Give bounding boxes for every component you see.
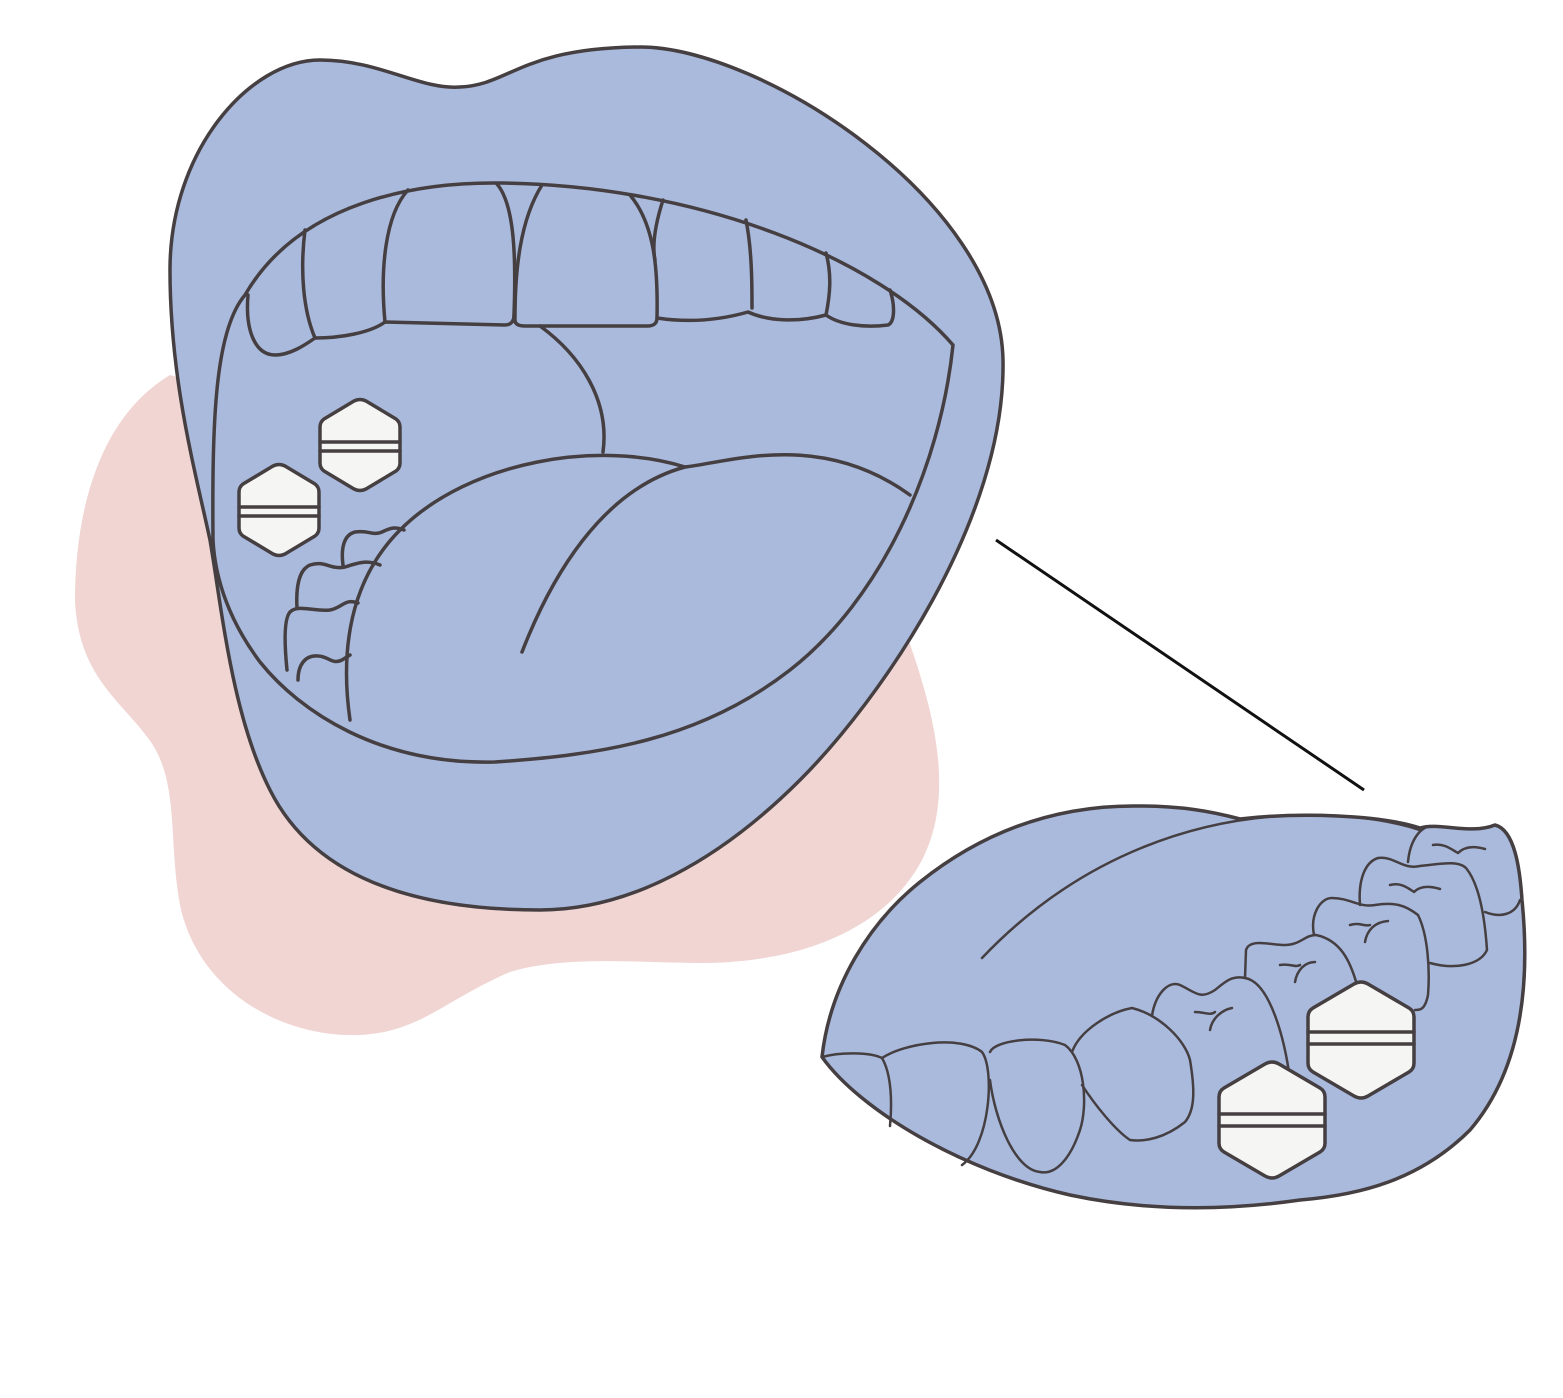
tongue-icon [344,453,912,722]
upper-jaw-icon [820,804,1527,1210]
palate-arch [980,813,1422,960]
mouth-icon [168,45,1005,912]
jaw-teeth [820,824,1522,1174]
implant-hexagon-icon [1306,980,1416,1100]
upper-teeth [245,182,896,357]
implant-hexagon-icon [237,462,321,558]
callout-line [995,538,1365,792]
implant-hexagon-icon [1217,1060,1327,1180]
mouth-cavity [211,181,955,764]
implant-hexagon-icon [318,397,402,493]
frenulum [538,324,606,454]
lower-teeth [283,526,406,682]
tongue-midline [520,465,687,654]
